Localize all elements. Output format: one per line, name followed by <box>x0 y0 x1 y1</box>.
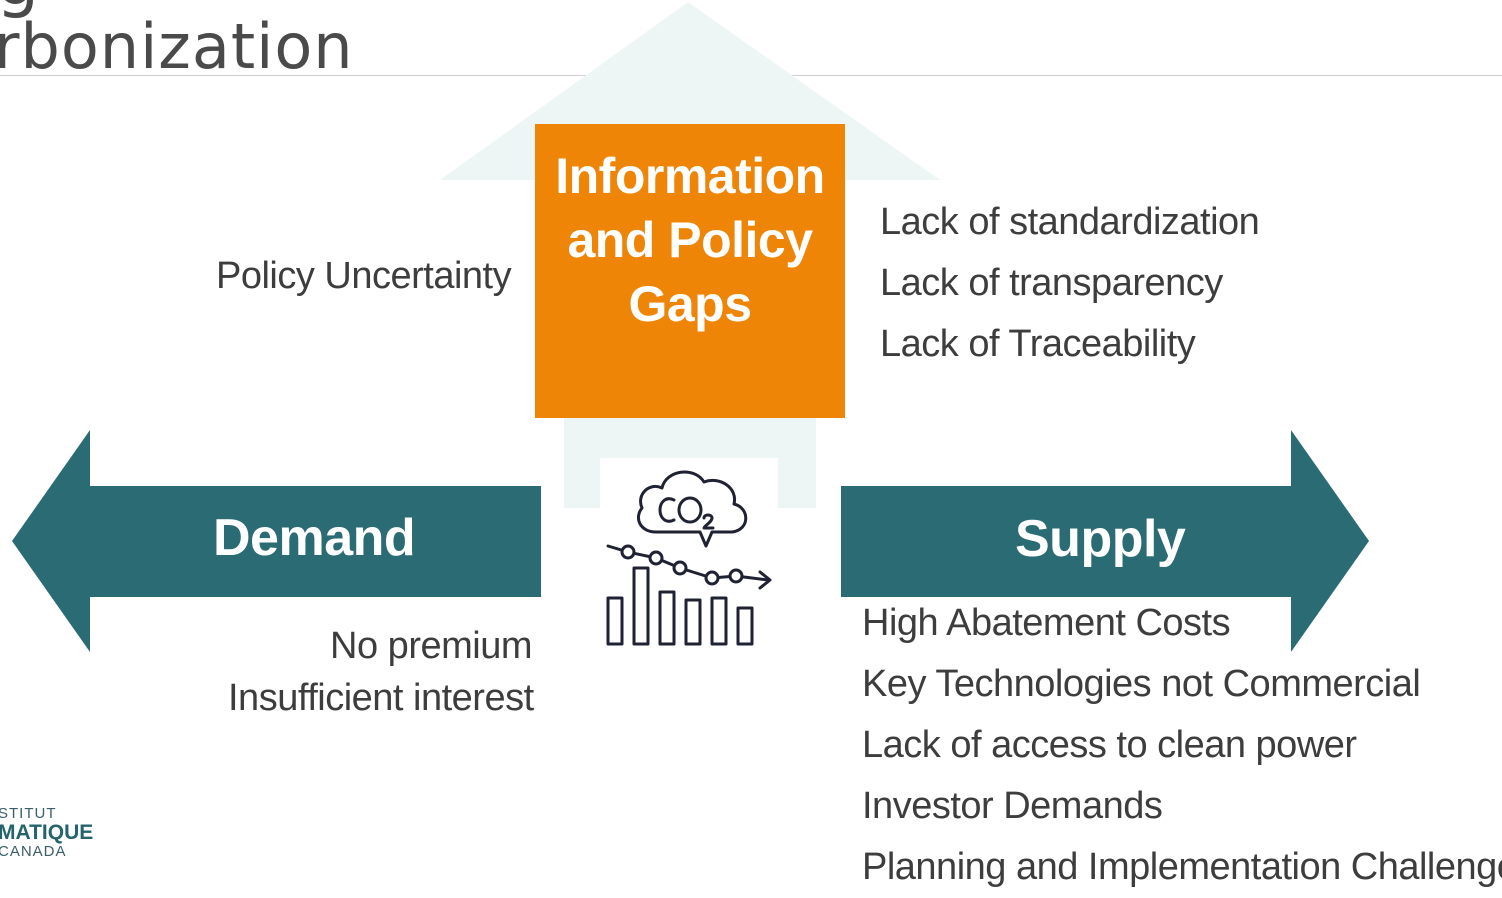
demand-arrow-shape <box>12 430 541 652</box>
co2-reduction-chart-icon <box>606 470 772 646</box>
logo-line-1: STITUT <box>0 805 57 822</box>
policy-uncertainty: Policy Uncertainty <box>216 255 512 297</box>
list-item: Lack of standardization <box>880 201 1260 243</box>
list-item: Insufficient interest <box>228 677 534 719</box>
list-item: Lack of transparency <box>880 262 1223 304</box>
list-item: Lack of Traceability <box>880 323 1196 365</box>
center-line-3: Gaps <box>628 276 752 332</box>
policy-gaps-list: Lack of standardization Lack of transpar… <box>880 192 1260 375</box>
list-item: No premium <box>330 625 532 667</box>
center-line-1: Information <box>555 148 825 204</box>
information-policy-gaps-box: Information and Policy Gaps <box>535 124 845 418</box>
supply-barriers-list: High Abatement Costs Key Technologies no… <box>862 593 1502 898</box>
demand-barriers-list: No premium Insufficient interest <box>228 620 534 724</box>
supply-label: Supply <box>1015 510 1186 568</box>
slide-title: rbonization <box>0 10 354 83</box>
institute-logo: STITUT MATIQUE CANADA <box>0 806 93 860</box>
list-item: Key Technologies not Commercial <box>862 663 1421 705</box>
center-line-2: and Policy <box>567 212 813 268</box>
logo-line-2: MATIQUE <box>0 821 94 844</box>
list-item: Investor Demands <box>862 785 1163 827</box>
demand-label: Demand <box>213 509 416 567</box>
title-fragment: g <box>0 0 40 21</box>
list-item: Planning and Implementation Challenges <box>862 846 1502 888</box>
supply-arrow-shape <box>841 430 1369 652</box>
list-item: Lack of access to clean power <box>862 724 1357 766</box>
logo-line-3: CANADA <box>0 843 67 860</box>
list-item: High Abatement Costs <box>862 602 1231 644</box>
